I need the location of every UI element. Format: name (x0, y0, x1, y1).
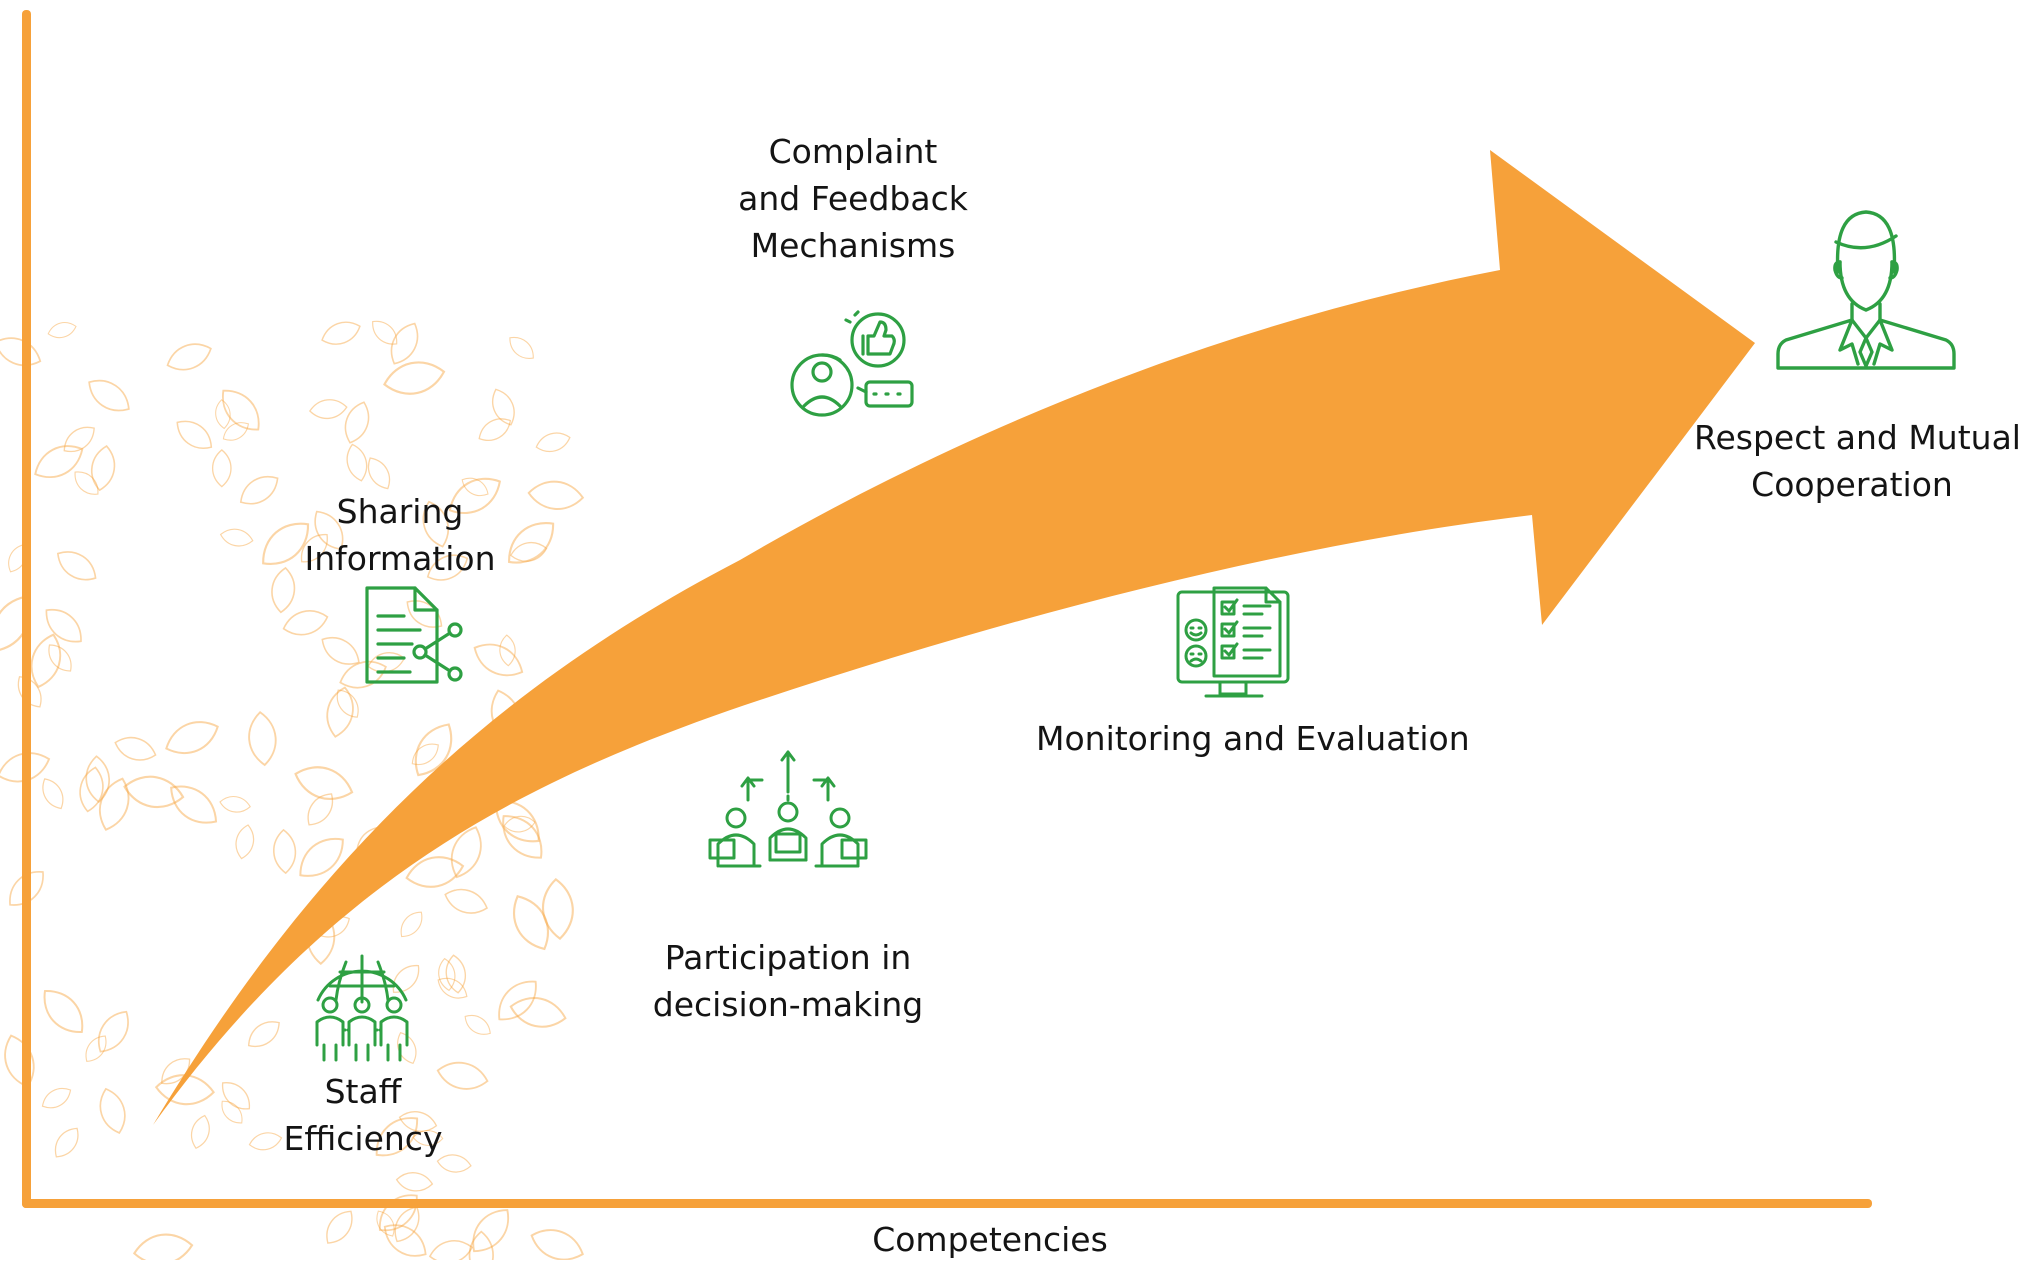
background-leaf (36, 774, 70, 814)
background-leaf (526, 478, 586, 513)
background-leaf (319, 1204, 360, 1250)
background-leaf (486, 384, 521, 430)
background-leaf (187, 1112, 214, 1152)
background-leaf (159, 712, 225, 763)
y-axis (22, 10, 31, 1208)
stage-label-line: Respect and Mutual (1694, 418, 2018, 457)
background-leaf (426, 1236, 476, 1260)
stage-label-line: Efficiency (283, 1119, 443, 1158)
stage-label-staff-efficiency: Staff Efficiency (268, 1068, 458, 1162)
background-leaf (279, 605, 332, 641)
background-leaf (526, 1221, 589, 1260)
growth-arrow (153, 150, 1755, 1125)
background-leaf (0, 1030, 42, 1092)
background-leaf (218, 793, 252, 815)
background-leaf (322, 684, 359, 740)
background-leaf (75, 764, 108, 815)
background-leaf (84, 754, 112, 804)
monitor-checklist-icon (1176, 586, 1290, 698)
background-leaf (533, 428, 573, 457)
background-leaf (504, 331, 539, 365)
background-leaf (539, 877, 576, 941)
stage-label-respect-cooperation: Respect and Mutual Cooperation (1694, 414, 2018, 508)
background-leaf (94, 1084, 132, 1138)
background-leaf (370, 1185, 427, 1241)
background-leaf (394, 906, 429, 943)
background-leaf (467, 634, 530, 685)
stage-label-line: Mechanisms (750, 226, 956, 265)
stage-label-line: Complaint (768, 132, 938, 171)
background-leaf (300, 787, 340, 832)
background-leaf (45, 318, 79, 342)
background-leaf (219, 417, 253, 446)
background-leaf (380, 355, 449, 401)
background-leaf (394, 1170, 435, 1194)
document-share-icon (365, 586, 463, 684)
business-person-icon (1776, 210, 1956, 370)
background-leaf (81, 371, 137, 420)
background-leaf (218, 525, 255, 550)
background-leaf (162, 336, 216, 377)
background-leaf (242, 1014, 286, 1054)
people-globe-icon (315, 954, 409, 1062)
stage-label-line: Cooperation (1751, 465, 1953, 504)
stage-label-line: Staff (324, 1072, 402, 1111)
background-leaf (407, 737, 444, 771)
background-leaf (28, 436, 90, 487)
background-leaf (460, 1009, 496, 1041)
background-leaf (315, 629, 366, 673)
background-leaf (79, 1030, 113, 1067)
stage-label-line: Monitoring and Evaluation (1036, 719, 1470, 758)
stage-label-line: Participation in (664, 938, 912, 977)
background-leaf (33, 980, 94, 1043)
background-leaf (216, 1095, 248, 1129)
stage-label-line: and Feedback (738, 179, 968, 218)
background-leaf (271, 828, 298, 875)
background-leaf (342, 441, 372, 484)
x-axis-label: Competencies (872, 1220, 1108, 1259)
background-leaf (234, 468, 285, 513)
background-leaf (131, 1229, 196, 1260)
background-leaf (211, 449, 232, 488)
stage-label-participation: Participation in decision-making (648, 934, 928, 1028)
background-leaf (0, 588, 40, 659)
background-leaf (245, 710, 279, 768)
stage-label-line: Information (304, 539, 496, 578)
stage-label-monitoring-evaluation: Monitoring and Evaluation (1036, 715, 1470, 762)
background-leaf (37, 600, 90, 651)
background-leaf (57, 419, 101, 459)
background-leaf (289, 758, 358, 808)
background-leaf (366, 314, 403, 351)
background-leaf (89, 1004, 138, 1059)
background-leaf (506, 991, 570, 1033)
background-leaf (69, 465, 104, 501)
background-leaf (232, 822, 258, 861)
stage-label-line: decision-making (652, 985, 924, 1024)
stage-label-sharing-information: Sharing Information (300, 488, 500, 582)
background-leaf (441, 883, 492, 920)
background-leaf (462, 1200, 519, 1260)
background-leaf (474, 412, 516, 448)
background-leaf (212, 381, 269, 440)
background-leaf (87, 443, 119, 493)
background-leaf (503, 888, 559, 957)
background-leaf (37, 1082, 76, 1114)
background-leaf (268, 565, 298, 615)
background-leaf (489, 971, 546, 1030)
feedback-thumbs-up-icon (790, 310, 914, 417)
x-axis (22, 1199, 1872, 1208)
background-leaf (24, 629, 68, 692)
background-leaf (308, 397, 349, 421)
background-leaf (386, 958, 426, 1000)
background-leaf (170, 413, 219, 457)
stage-label-complaint-feedback: Complaint and Feedback Mechanisms (718, 128, 988, 269)
background-leaf (111, 731, 160, 766)
stage-label-line: Sharing (336, 492, 464, 531)
background-leaf (48, 1122, 85, 1163)
group-decision-icon (708, 750, 868, 868)
background-leaf (502, 813, 537, 835)
background-leaf (50, 543, 103, 589)
background-leaf (317, 316, 365, 351)
